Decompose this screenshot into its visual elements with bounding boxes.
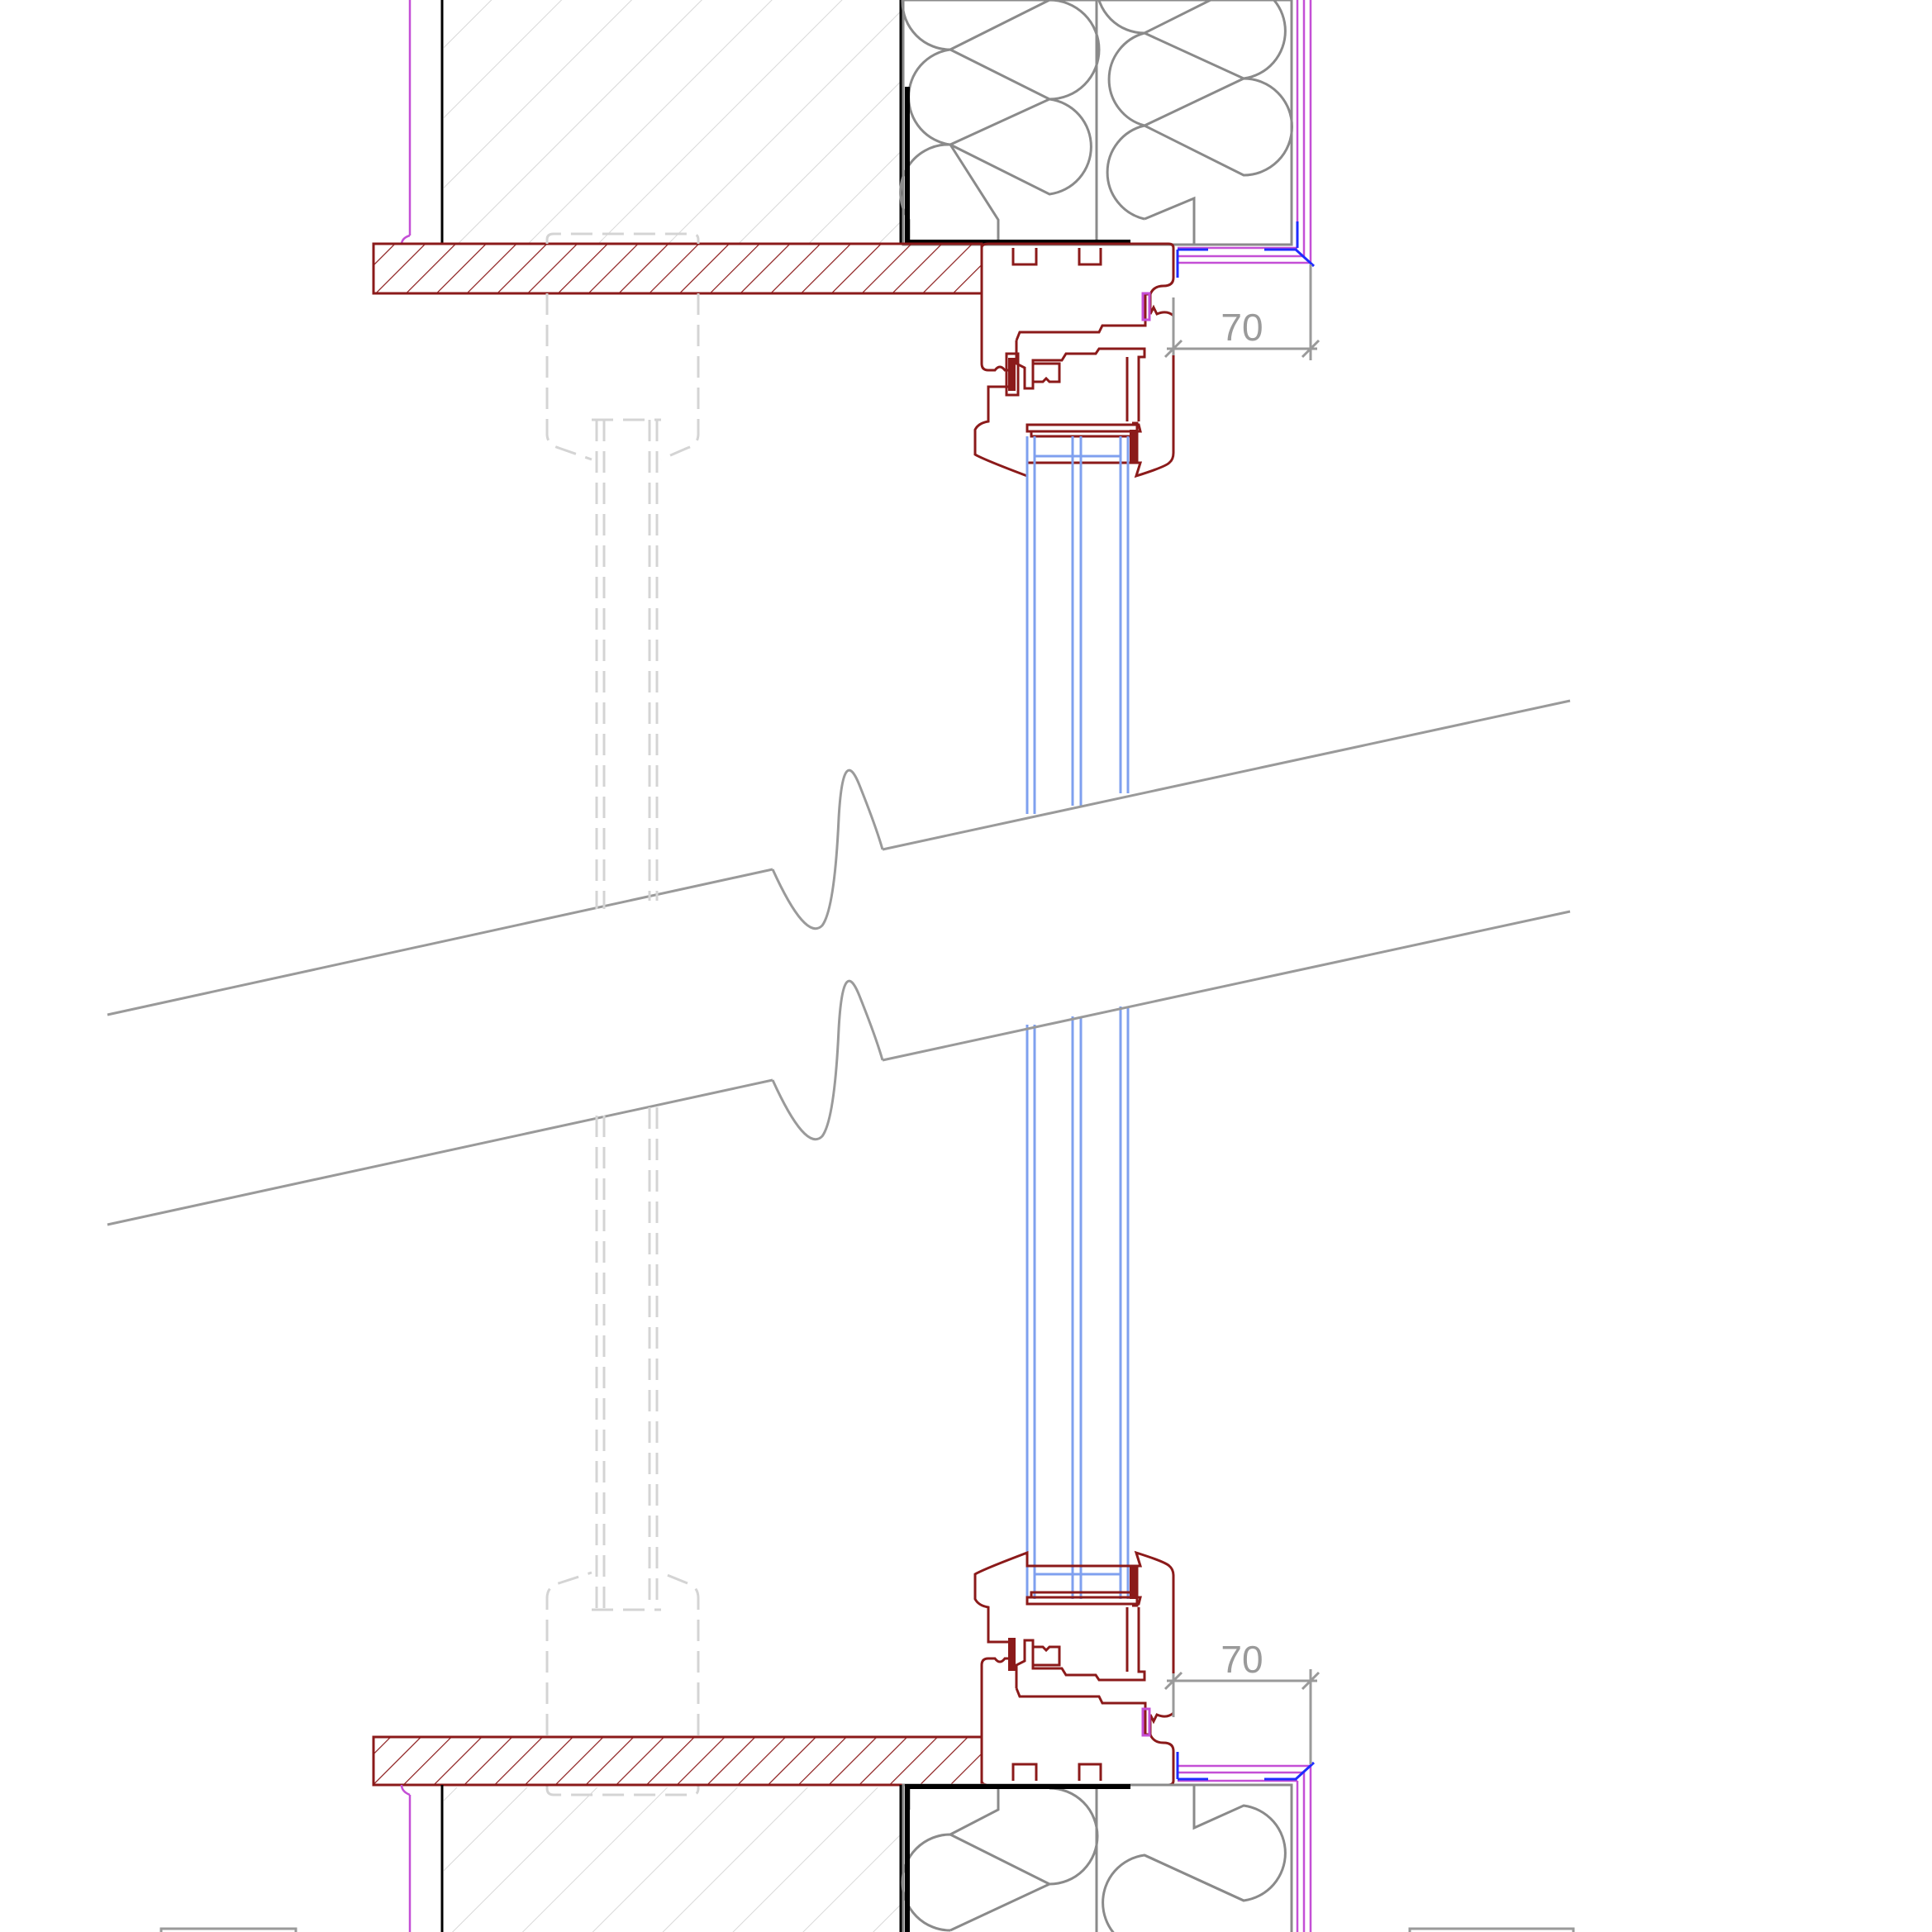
dimension-bottom	[1163, 1669, 1321, 1764]
triple-glazing-bottom	[1025, 1006, 1130, 1599]
dimension-top	[1163, 264, 1321, 360]
bottom-window-frame-profile	[973, 1550, 1175, 1787]
hidden-sash-top	[545, 232, 700, 909]
top-seal	[1176, 221, 1316, 278]
dimension-label-bottom: 70	[1221, 1638, 1263, 1681]
break-line-upper	[107, 699, 1571, 1016]
bottom-angle-steel	[905, 1784, 1130, 1932]
hidden-sash-bottom	[545, 1107, 700, 1796]
top-interior-membrane	[400, 0, 412, 245]
bottom-exterior-render	[1178, 1764, 1312, 1932]
bottom-masonry-wall	[440, 1785, 902, 1932]
top-frame-gaskets	[1008, 292, 1151, 463]
top-window-frame-profile	[973, 242, 1175, 478]
triple-glazing-top	[1025, 436, 1130, 814]
bottom-interior-sill	[372, 1735, 983, 1787]
top-insulation	[899, 0, 1293, 246]
bottom-frame-gaskets	[1008, 1566, 1151, 1737]
dimension-label-top: 70	[1221, 306, 1263, 349]
top-masonry-wall	[440, 0, 902, 244]
bottom-seal	[1176, 1752, 1316, 1781]
break-line-lower	[107, 910, 1571, 1226]
bottom-markers	[159, 1927, 1575, 1932]
top-angle-steel	[905, 87, 1130, 245]
top-exterior-render	[1178, 0, 1312, 264]
bottom-insulation	[901, 1783, 1293, 1932]
bottom-interior-membrane	[400, 1784, 412, 1932]
top-interior-sill	[372, 242, 983, 295]
